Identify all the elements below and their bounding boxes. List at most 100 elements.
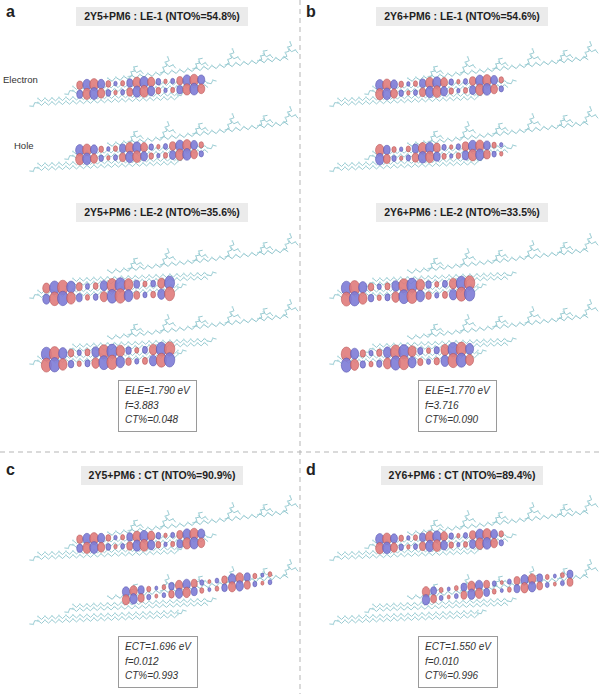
molecule-atom [155,340,157,342]
molecule-atom [267,316,269,318]
molecule-bond [38,614,178,623]
orbital-lobe [148,77,155,87]
orbital-lobe [68,349,74,357]
molecule-atom [527,124,529,126]
molecule-bond [531,313,540,318]
molecule-atom [227,317,229,319]
molecule-atom [537,121,539,123]
molecule-atom [569,312,571,314]
molecule-atom [197,342,199,344]
molecule-atom [141,344,143,346]
molecule-bond [563,246,573,250]
molecule-atom [155,263,157,265]
molecule-atom [114,276,116,278]
molecule-atom [433,258,435,260]
orbital-lobe [177,540,183,548]
molecule-atom [195,128,197,130]
molecule-atom [149,162,151,164]
molecule-atom [338,294,340,296]
molecule-atom [235,62,237,64]
molecule-atom [232,113,234,115]
molecule-bond [38,96,178,105]
molecule-atom [139,265,141,267]
molecule-atom [594,114,596,116]
molecule-atom [498,58,500,60]
molecule-atom [386,343,388,345]
molecule-atom [140,328,142,330]
molecule-atom [100,164,102,166]
molecule-atom [365,100,367,102]
molecule-atom [575,315,577,317]
molecule-atom [212,533,214,535]
molecule-atom [44,166,46,168]
molecule-atom [332,170,334,172]
molecule-atom [487,133,489,135]
molecule-atom [72,100,74,102]
molecule-atom [204,338,206,340]
orbital-lobe [200,580,204,586]
molecule-atom [32,105,34,107]
orbital-lobe [126,347,132,355]
molecule-atom [107,553,109,555]
molecule-atom [67,611,69,613]
molecule-scene [29,106,298,172]
molecule-atom [123,75,125,77]
orbital-lobe [199,151,204,157]
molecule-atom [260,509,262,511]
molecule-bond [364,91,373,95]
molecule-atom [435,162,437,164]
molecule-atom [162,325,164,327]
molecule-bond [428,324,438,334]
orbital-lobe [114,90,117,95]
molecule-atom [227,251,229,253]
molecule-atom [372,96,374,98]
orbital-lobe [164,542,167,547]
orbital-lobe [419,79,425,88]
molecule-atom [149,615,151,617]
molecule-atom [434,345,436,347]
molecule-atom [107,77,109,79]
molecule-atom [172,129,174,131]
molecule-atom [121,616,123,618]
molecule-bond [193,123,203,133]
molecule-atom [32,559,34,561]
molecule-atom [133,69,135,71]
molecule-atom [37,98,39,100]
orbital-lobe [91,145,98,155]
molecule-bond [289,240,298,245]
molecule-bond [199,62,209,66]
molecule-atom [288,501,290,503]
molecule-atom [563,118,565,120]
molecule-atom [337,163,339,165]
molecule-bond [329,361,338,365]
molecule-atom [169,85,171,87]
molecule-atom [441,278,443,280]
orbital-lobe [198,84,205,94]
orbital-lobe [149,144,154,150]
molecule-atom [147,264,149,266]
molecule-atom [434,279,436,281]
molecule-atom [121,552,123,554]
orbital-lobe [177,531,183,539]
molecule-atom [114,602,116,604]
molecule-atom [563,245,565,247]
molecule-atom [433,261,435,263]
molecule-atom [407,342,409,344]
molecule-atom [434,275,436,277]
molecule-bond [73,603,208,612]
molecule-bond [166,517,175,522]
molecule-atom [172,64,174,66]
molecule-scene [29,495,298,561]
molecule-atom [169,273,171,275]
orbital-lobe [98,533,105,543]
orbital-lobe [140,539,149,551]
molecule-atom [251,60,253,62]
molecule-atom [275,57,277,59]
molecule-atom [149,289,151,291]
molecule-atom [211,519,213,521]
molecule-atom [237,56,239,58]
orbital-lobe [407,82,410,87]
molecule-atom [172,518,174,520]
molecule-atom [135,615,137,617]
molecule-atom [67,547,69,549]
